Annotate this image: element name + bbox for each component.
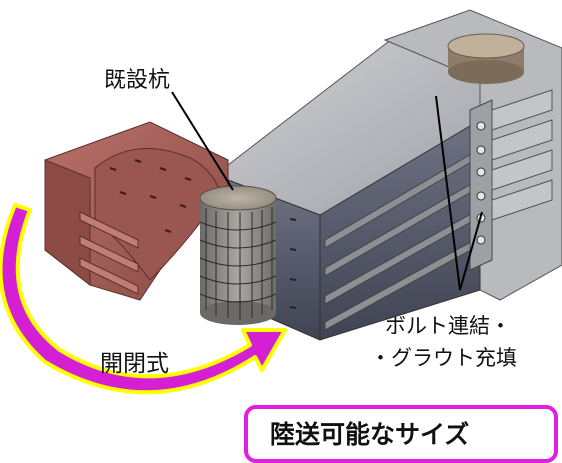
rebar-cage [199, 207, 277, 320]
label-open-close: 開閉式 [100, 351, 169, 377]
open-half-lid [44, 121, 229, 301]
end-flange [469, 99, 493, 271]
bolt-column [476, 121, 486, 245]
label-existing-pile: 既設杭 [104, 68, 171, 93]
side-ribs [324, 149, 479, 331]
lid-studs [109, 159, 192, 233]
lid-front-flange [44, 159, 91, 287]
leader-existing-pile [171, 91, 234, 191]
leader-bolt-a [435, 95, 461, 291]
existing-pile [199, 185, 277, 325]
leader-bolt-b [459, 211, 483, 291]
end-cap-plates [491, 89, 553, 221]
top-concrete-disk [447, 33, 525, 84]
label-grout-filling: ・グラウト充填 [370, 346, 517, 370]
steel-box [227, 9, 562, 341]
lid-ribs [79, 211, 139, 295]
leader-lines [171, 91, 483, 291]
label-transportable-size: 陸送可能なサイズ [270, 420, 470, 449]
transportable-size-box: 陸送可能なサイズ [244, 405, 558, 463]
open-close-arrow [0, 203, 287, 395]
label-bolt-connection: ボルト連結・ [385, 314, 511, 338]
